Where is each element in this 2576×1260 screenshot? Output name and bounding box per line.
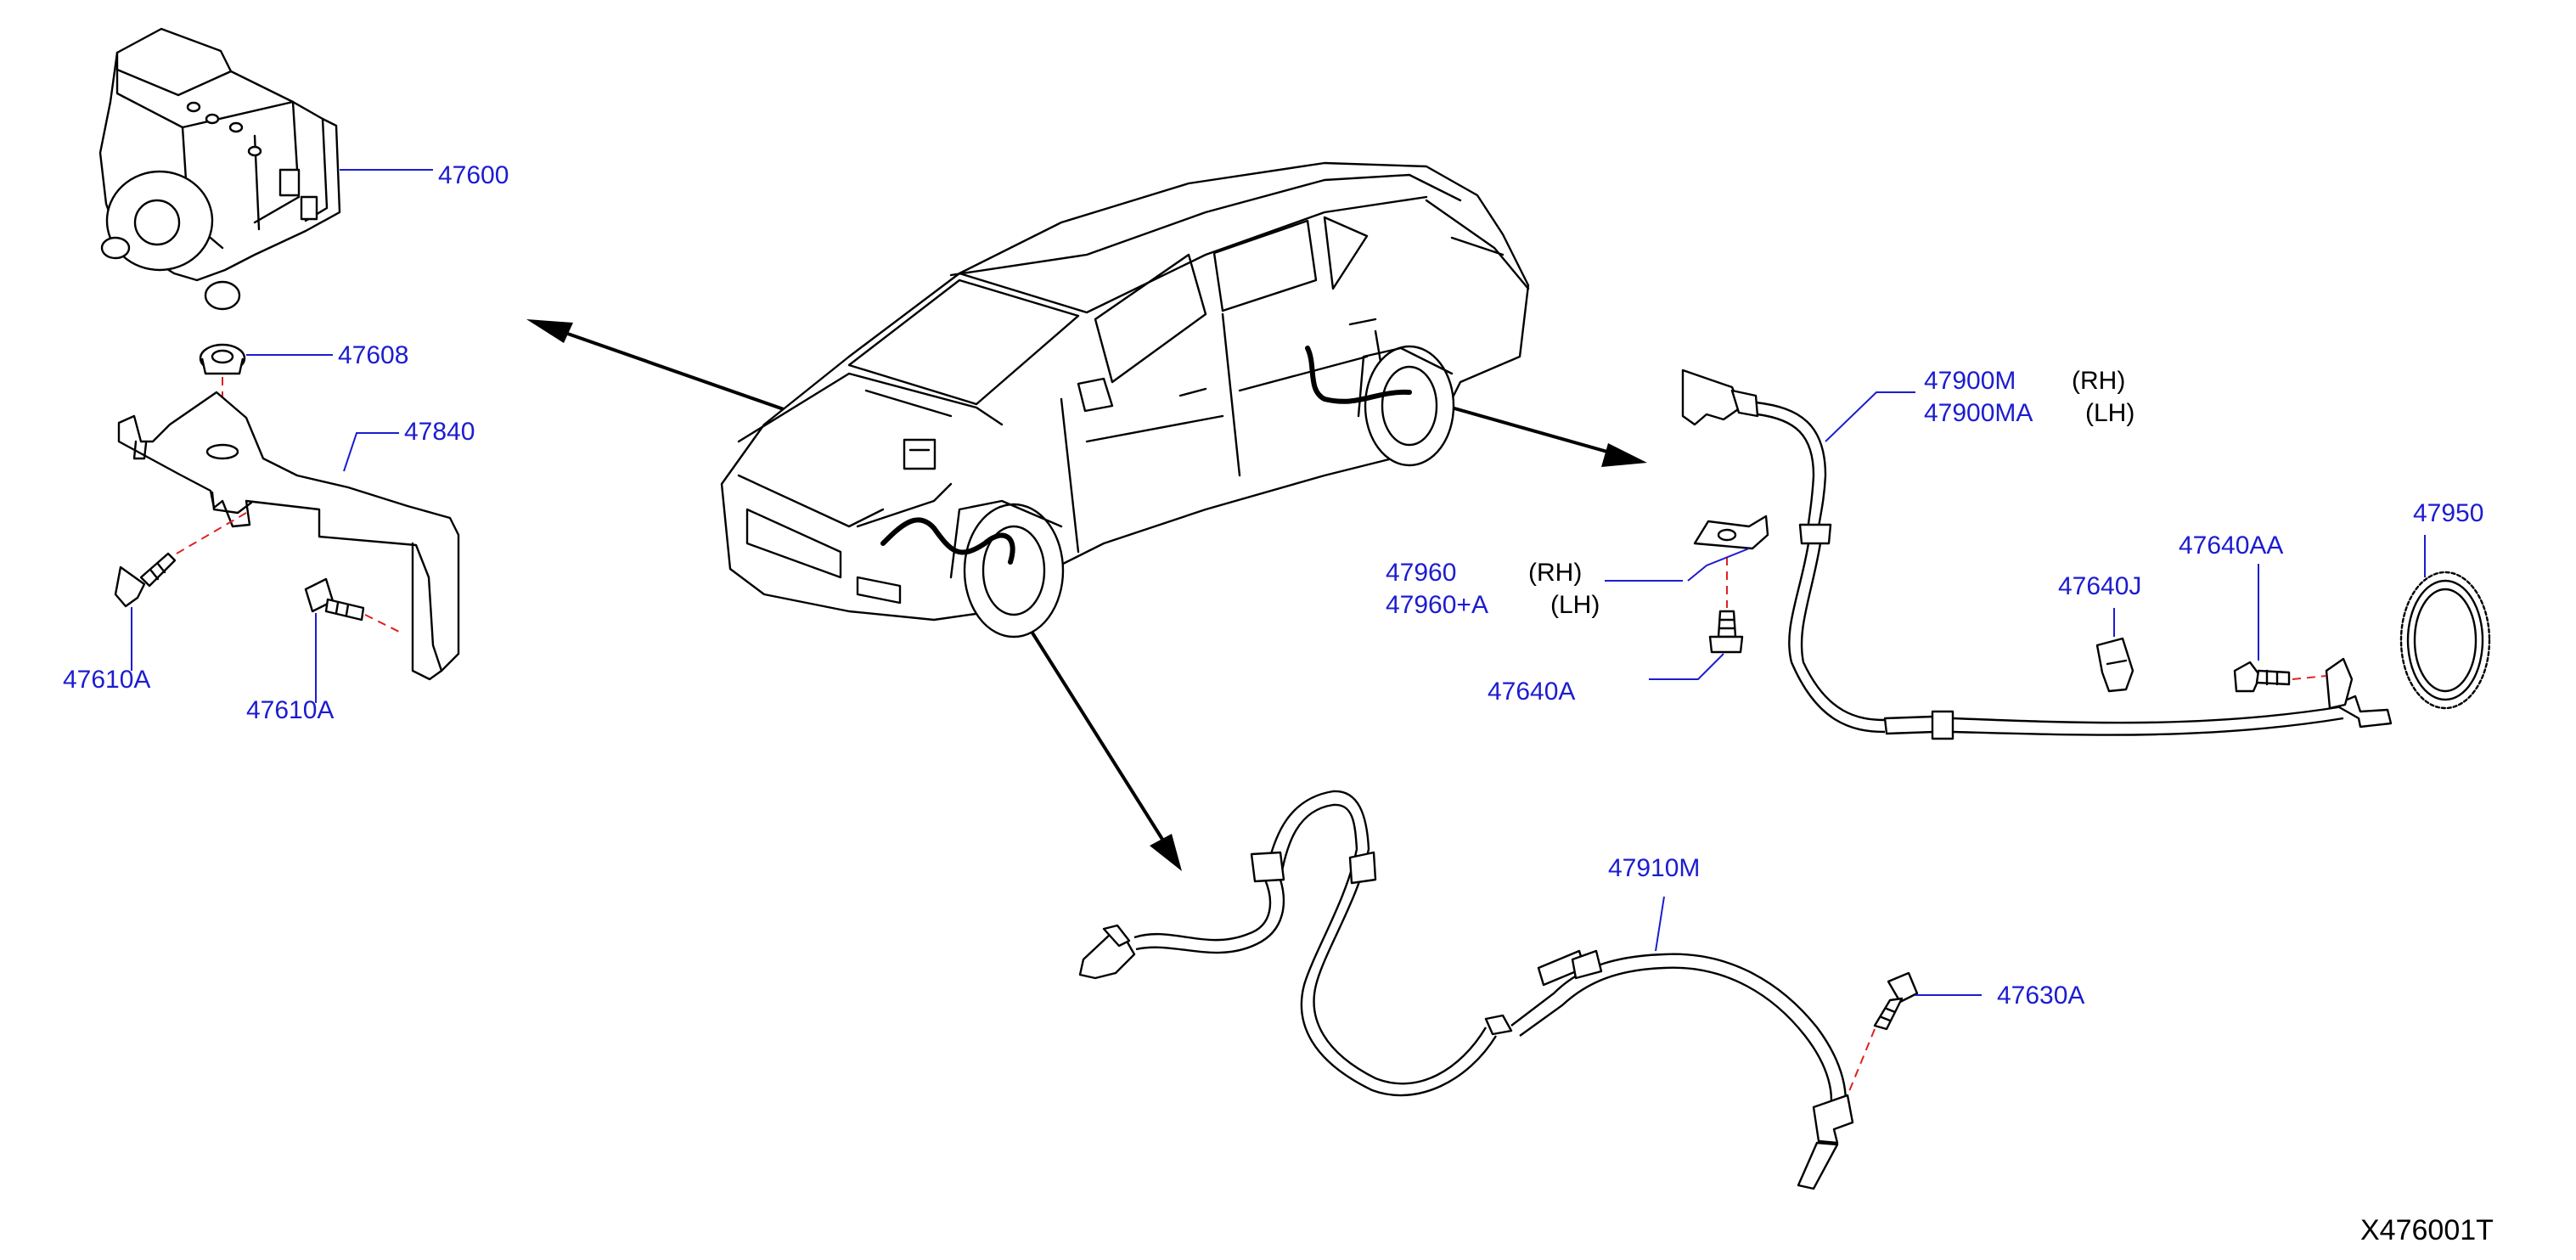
bolt-icon[interactable] (1708, 610, 1744, 654)
label-47960A-lh: (LH) (1550, 591, 1600, 619)
car-icon[interactable] (720, 161, 1530, 638)
label-47960[interactable]: 47960 (1386, 559, 1457, 587)
reference-code: X476001T (2360, 1214, 2494, 1246)
bolt-icon[interactable] (2233, 661, 2291, 693)
sensor-cable-icon[interactable] (1078, 790, 1854, 1190)
label-47640J[interactable]: 47640J (2058, 572, 2142, 600)
label-47608[interactable]: 47608 (338, 341, 409, 369)
label-47640A[interactable]: 47640A (1488, 678, 1576, 706)
label-47910M[interactable]: 47910M (1608, 854, 1701, 882)
arrow-to-front-sensor (1017, 610, 1182, 871)
abs-actuator-icon[interactable] (98, 27, 341, 311)
label-47900M[interactable]: 47900M (1924, 367, 2016, 395)
clip-icon[interactable] (2095, 637, 2134, 693)
bracket-icon[interactable] (1693, 515, 1769, 550)
sensor-rotor-icon[interactable] (2399, 571, 2491, 710)
label-47610A-right[interactable]: 47610A (246, 696, 335, 724)
bracket-icon[interactable] (117, 391, 460, 681)
bolt-icon[interactable] (304, 577, 365, 622)
label-47600[interactable]: 47600 (438, 161, 509, 189)
label-47900MA[interactable]: 47900MA (1924, 399, 2033, 427)
label-47900MA-lh: (LH) (2085, 399, 2135, 427)
bolt-icon[interactable] (114, 552, 177, 608)
label-47960A[interactable]: 47960+A (1386, 591, 1488, 619)
bolt-icon[interactable] (1873, 971, 1919, 1031)
label-47630A[interactable]: 47630A (1997, 982, 2085, 1010)
sensor-cable-icon[interactable] (1681, 368, 2393, 740)
label-47610A-left[interactable]: 47610A (63, 666, 151, 694)
label-47900M-rh: (RH) (2072, 367, 2126, 395)
label-47640AA[interactable]: 47640AA (2179, 532, 2284, 560)
label-47950[interactable]: 47950 (2413, 499, 2484, 527)
label-47960-rh: (RH) (1528, 559, 1583, 587)
grommet-icon[interactable] (199, 343, 246, 375)
label-47840[interactable]: 47840 (404, 418, 475, 446)
